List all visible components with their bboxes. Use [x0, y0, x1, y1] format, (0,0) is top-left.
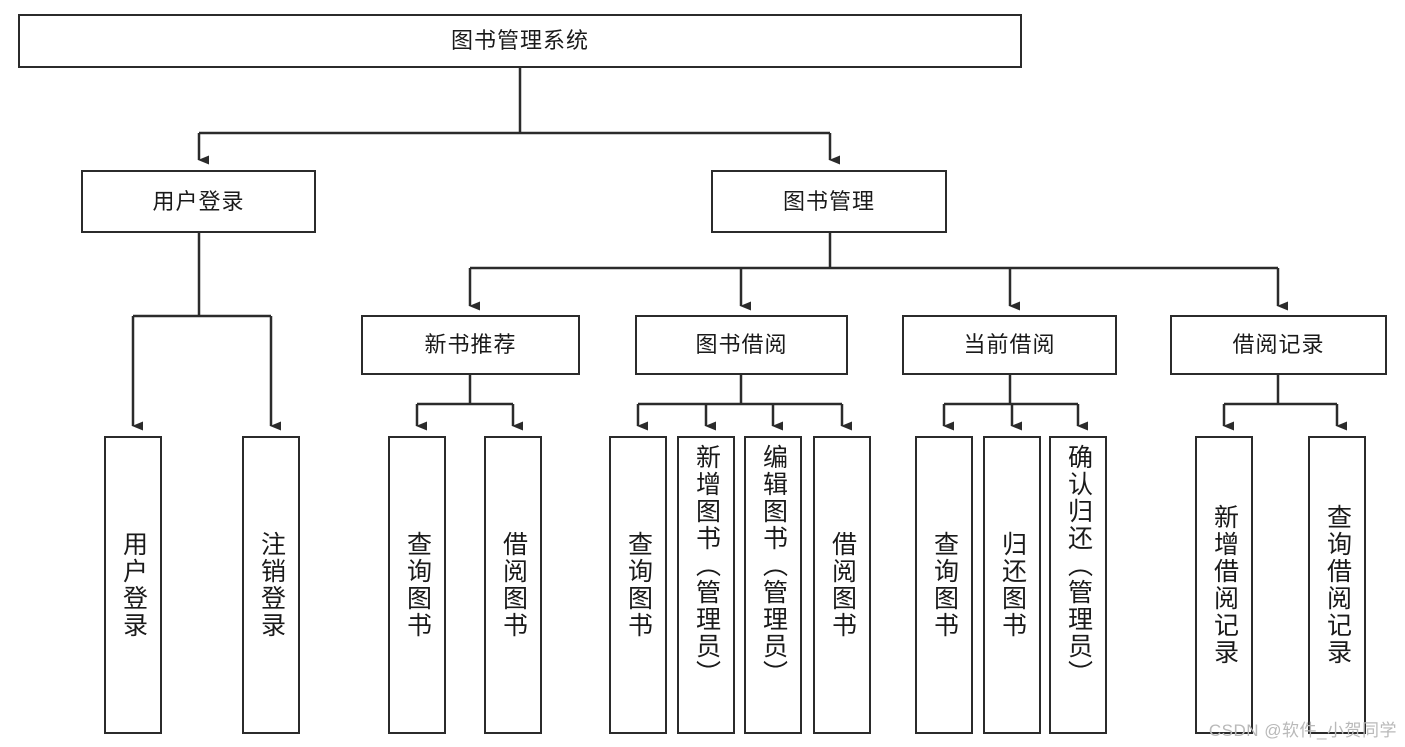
node-book-manage-label: 图书管理 [782, 188, 875, 214]
node-book-borrow-label: 图书借阅 [695, 332, 788, 358]
node-leaf-user-login-label: 用户登录 [119, 531, 148, 639]
node-borrow-record-label: 借阅记录 [1232, 332, 1325, 358]
node-leaf-query-book-3[interactable]: 查询图书 [915, 436, 973, 734]
node-leaf-confirm-return[interactable]: 确认归还（管理员） [1049, 436, 1107, 734]
node-root[interactable]: 图书管理系统 [18, 14, 1022, 68]
node-leaf-add-record-label: 新增借阅记录 [1210, 504, 1239, 666]
node-leaf-logout-login-label: 注销登录 [257, 531, 286, 639]
node-leaf-return-book-label: 归还图书 [998, 531, 1027, 639]
node-leaf-confirm-return-label: 确认归还（管理员） [1064, 444, 1093, 687]
node-current-borrow[interactable]: 当前借阅 [902, 315, 1117, 375]
node-leaf-return-book[interactable]: 归还图书 [983, 436, 1041, 734]
node-leaf-query-book-2[interactable]: 查询图书 [609, 436, 667, 734]
node-leaf-logout-login[interactable]: 注销登录 [242, 436, 300, 734]
node-leaf-add-record[interactable]: 新增借阅记录 [1195, 436, 1253, 734]
node-book-manage[interactable]: 图书管理 [711, 170, 947, 233]
node-leaf-query-book-2-label: 查询图书 [624, 531, 653, 639]
node-leaf-query-book-3-label: 查询图书 [930, 531, 959, 639]
node-leaf-edit-book[interactable]: 编辑图书（管理员） [744, 436, 802, 734]
node-leaf-query-book-1[interactable]: 查询图书 [388, 436, 446, 734]
node-current-borrow-label: 当前借阅 [963, 332, 1056, 358]
node-borrow-record[interactable]: 借阅记录 [1170, 315, 1387, 375]
node-new-book-recommend-label: 新书推荐 [424, 332, 517, 358]
node-user-login[interactable]: 用户登录 [81, 170, 316, 233]
node-user-login-label: 用户登录 [152, 188, 245, 214]
node-root-label: 图书管理系统 [450, 28, 589, 54]
node-leaf-query-record-label: 查询借阅记录 [1323, 504, 1352, 666]
node-leaf-query-book-1-label: 查询图书 [403, 531, 432, 639]
node-leaf-borrow-book-1[interactable]: 借阅图书 [484, 436, 542, 734]
watermark: CSDN @软件_小贺同学 [1208, 721, 1397, 740]
node-leaf-add-book[interactable]: 新增图书（管理员） [677, 436, 735, 734]
node-leaf-borrow-book-1-label: 借阅图书 [499, 531, 528, 639]
node-leaf-edit-book-label: 编辑图书（管理员） [759, 444, 788, 687]
node-new-book-recommend[interactable]: 新书推荐 [361, 315, 580, 375]
node-leaf-borrow-book-2-label: 借阅图书 [828, 531, 857, 639]
node-book-borrow[interactable]: 图书借阅 [635, 315, 848, 375]
node-leaf-add-book-label: 新增图书（管理员） [692, 444, 721, 687]
node-leaf-query-record[interactable]: 查询借阅记录 [1308, 436, 1366, 734]
node-leaf-borrow-book-2[interactable]: 借阅图书 [813, 436, 871, 734]
node-leaf-user-login[interactable]: 用户登录 [104, 436, 162, 734]
